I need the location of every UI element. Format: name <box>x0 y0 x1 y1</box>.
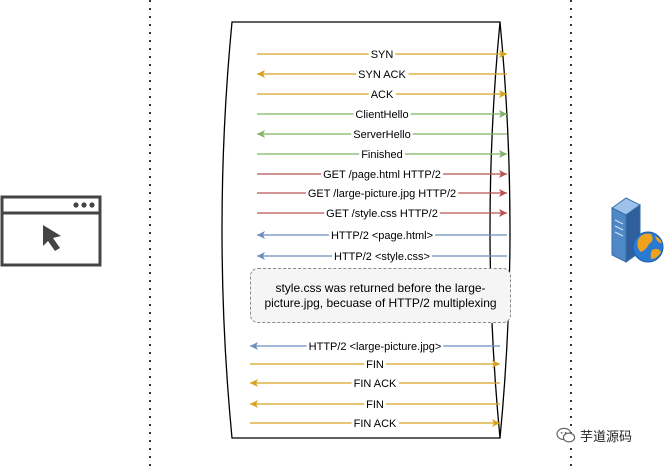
message-arrow: SYN <box>257 49 507 61</box>
message-label: FIN <box>366 399 384 411</box>
message-label: Finished <box>361 149 403 161</box>
arrow-head <box>499 170 507 178</box>
server-globe-icon <box>611 197 664 263</box>
message-arrow: ACK <box>257 89 507 101</box>
label-backing <box>321 169 443 181</box>
label-backing <box>305 188 459 200</box>
label-backing <box>356 69 409 81</box>
message-label: FIN ACK <box>354 418 397 430</box>
message-arrow: FIN ACK <box>250 378 500 390</box>
message-arrow: HTTP/2 <style.css> <box>257 251 507 263</box>
watermark-text: 芋道源码 <box>580 430 633 445</box>
arrow-head <box>499 189 507 197</box>
message-arrow: SYN ACK <box>257 69 507 81</box>
arrow-head <box>499 90 507 98</box>
arrow-head <box>499 50 507 58</box>
message-arrow: GET /page.html HTTP/2 <box>257 169 507 181</box>
message-arrow: HTTP/2 <large-picture.jpg> <box>250 341 500 353</box>
message-label: SYN <box>371 49 394 61</box>
label-backing <box>353 109 411 121</box>
label-backing <box>328 230 436 242</box>
arrow-head <box>250 400 258 408</box>
message-label: HTTP/2 <page.html> <box>331 230 433 242</box>
message-label: GET /large-picture.jpg HTTP/2 <box>308 188 456 200</box>
message-arrow: GET /style.css HTTP/2 <box>257 208 507 220</box>
label-backing <box>351 418 400 430</box>
label-backing <box>364 399 386 411</box>
label-backing <box>351 129 413 141</box>
message-label: GET /page.html HTTP/2 <box>323 169 441 181</box>
multiplexing-note-text: style.css was returned before the large-… <box>264 280 497 310</box>
message-arrow: ClientHello <box>257 109 507 121</box>
message-label: GET /style.css HTTP/2 <box>326 208 438 220</box>
connection-pipe-rim <box>489 21 501 439</box>
message-arrow: ServerHello <box>257 129 507 141</box>
message-label: SYN ACK <box>358 69 406 81</box>
arrow-head <box>499 110 507 118</box>
message-arrow: HTTP/2 <page.html> <box>257 230 507 242</box>
arrow-head <box>250 342 258 350</box>
label-backing <box>332 251 432 263</box>
label-backing <box>364 359 386 371</box>
message-arrow: GET /large-picture.jpg HTTP/2 <box>257 188 507 200</box>
message-arrow: FIN <box>250 399 500 411</box>
label-backing <box>368 49 396 61</box>
arrow-head <box>257 231 265 239</box>
arrow-head <box>492 360 500 368</box>
arrow-head <box>257 252 265 260</box>
label-backing <box>324 208 440 220</box>
arrow-head <box>257 130 265 138</box>
label-backing <box>368 89 396 101</box>
message-arrow: Finished <box>257 149 507 161</box>
browser-window-cursor-icon <box>0 195 102 267</box>
message-label: ClientHello <box>355 109 408 121</box>
message-arrow: FIN <box>250 359 500 371</box>
arrow-head <box>257 70 265 78</box>
message-label: ServerHello <box>353 129 410 141</box>
arrow-head <box>250 379 258 387</box>
label-backing <box>359 149 405 161</box>
arrow-head <box>492 419 500 427</box>
message-label: HTTP/2 <large-picture.jpg> <box>309 341 442 353</box>
message-label: FIN <box>366 359 384 371</box>
message-label: FIN ACK <box>354 378 397 390</box>
wechat-icon <box>556 427 576 443</box>
message-list: SYN SYN ACK ACK ClientHelloServerHelloFinis… <box>250 49 507 430</box>
arrow-head <box>499 209 507 217</box>
label-backing <box>306 341 444 353</box>
label-backing <box>351 378 400 390</box>
arrow-head <box>499 150 507 158</box>
message-label: HTTP/2 <style.css> <box>334 251 430 263</box>
message-label: ACK <box>371 89 394 101</box>
message-arrow: FIN ACK <box>250 418 500 430</box>
watermark: 芋道源码 <box>556 426 632 445</box>
multiplexing-note: style.css was returned before the large-… <box>250 268 511 323</box>
